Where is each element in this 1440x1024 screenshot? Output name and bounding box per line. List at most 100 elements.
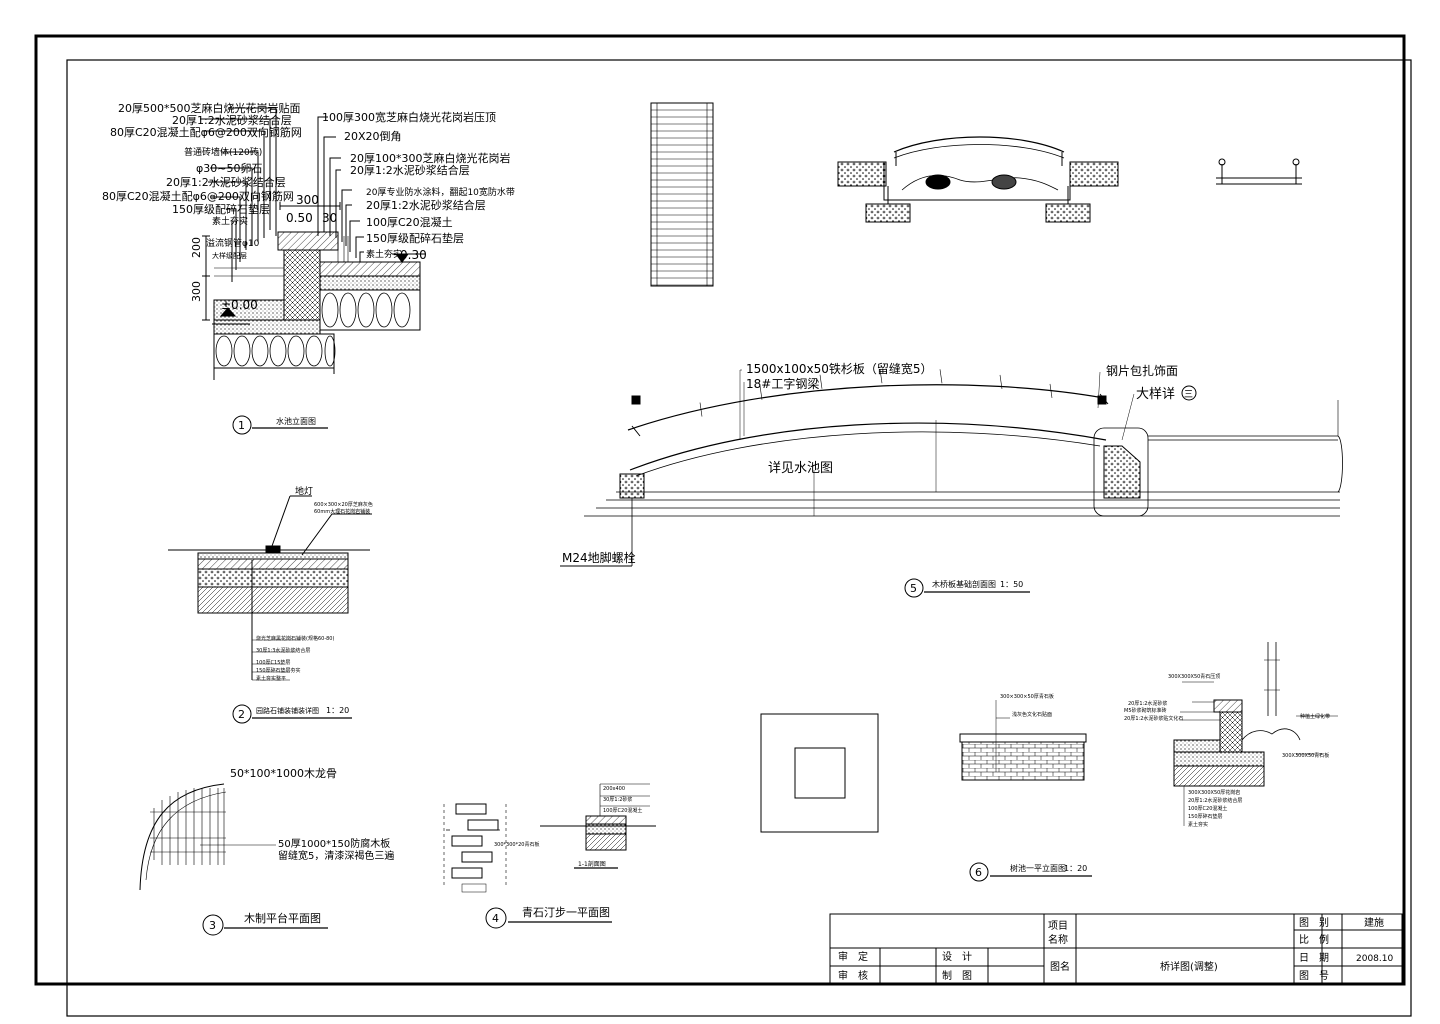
- detail1-section: [200, 107, 426, 380]
- tb-project-label-2: 名称: [1048, 933, 1068, 946]
- arch-plank-joint: [699, 402, 703, 417]
- d4-subtitle: 1-1剖面图: [578, 860, 606, 868]
- d5-scale: 1：50: [1000, 580, 1023, 589]
- d2-title: 园路石铺装铺装详图: [256, 706, 319, 715]
- d1-rlabel-2: 20厚100*300芝麻白烧光花岗岩: [350, 151, 511, 165]
- detail4-labels: 200x400 30厚1:2砂浆 100厚C20混凝土 300*300*20青石…: [485, 786, 642, 929]
- d1-pipe-label: 溢流钢管φ10: [206, 237, 260, 249]
- d2-label-4: 素土夯实整平: [256, 675, 286, 682]
- detail2-section: [168, 495, 372, 681]
- d2-label-2: 100厚C15垫层: [256, 659, 290, 666]
- d6-la-1: 浅灰色文化石贴面: [1012, 711, 1052, 718]
- d5-label1: 1500x100x50铁杉板（留缝宽5）: [746, 361, 933, 376]
- d6-scale: 1：20: [1064, 864, 1087, 873]
- detail5-elevation: [560, 369, 1343, 567]
- d6-lb-2: M5砂浆砌筑标准砖: [1124, 707, 1167, 714]
- d3-number-circle: [202, 914, 224, 936]
- sheet-border: [34, 34, 1412, 1017]
- arch-plank-joint: [819, 374, 823, 389]
- bridge-elevation-small: [837, 136, 1302, 223]
- d6-la-0: 300×300×50厚青石板: [1000, 693, 1054, 700]
- d1-title: 水池立面图: [276, 416, 316, 426]
- d5-label4-circle-text: 三: [1184, 390, 1193, 400]
- d6-lc-2: 100厚C20混凝土: [1188, 805, 1227, 812]
- tb-design: 设 计: [942, 950, 972, 963]
- d4-number-circle: [485, 907, 507, 929]
- d1-label-5: 20厚1:2水泥砂浆结合层: [166, 175, 286, 189]
- d6-lb-3: 20厚1:2水泥砂浆贴文化石: [1124, 715, 1183, 722]
- d1-label-0: 20厚500*500芝麻白烧光花岗岩贴面: [118, 101, 301, 115]
- title-block: [829, 913, 1403, 985]
- bridge-deck-plan: [650, 102, 714, 287]
- d1-label-1: 20厚1:2水泥砂浆结合层: [172, 113, 292, 127]
- detail4-plan: [443, 783, 656, 893]
- title-block-text: 项目 名称 图名 桥详图(调整) 审 定 审 核 设 计 制 图 图 别 建施 …: [838, 916, 1393, 982]
- d2-top-label: 地灯: [295, 485, 313, 497]
- d6-lc-1: 20厚1:2水泥砂浆结合层: [1188, 797, 1242, 804]
- d1-dim-030: 0.30: [400, 248, 427, 262]
- tb-scale-label: 比 例: [1299, 933, 1329, 946]
- d2-label-3: 150厚碎石垫层夯实: [256, 667, 301, 674]
- d1-dim-050: 0.50: [286, 211, 313, 225]
- tb-draw: 制 图: [942, 969, 972, 982]
- d1-dim-300h: 300: [190, 281, 203, 302]
- tb-project-label-1: 项目: [1048, 920, 1068, 932]
- d1-dim-000: ±0.00: [221, 298, 258, 312]
- d4-label-0: 200x400: [603, 786, 625, 792]
- d6-lc-0: 300X300X50厚花岗岩: [1188, 789, 1240, 796]
- d5-label6: M24地脚螺栓: [562, 550, 636, 565]
- d6-lc-3: 150厚碎石垫层: [1188, 813, 1223, 820]
- arch-plank-joint: [759, 385, 763, 400]
- d1-dim-200: 200: [190, 237, 203, 258]
- tb-drawing-name: 桥详图(调整): [1160, 960, 1218, 973]
- arch-plank-joint: [1049, 383, 1053, 398]
- d6-lr: 种植土绿化带: [1300, 713, 1330, 720]
- d3-label-b: 留缝宽5，清漆深褐色三遍: [278, 849, 394, 862]
- d5-label3: 钢片包扎饰面: [1106, 364, 1178, 378]
- d4-title: 青石汀步一平面图: [522, 906, 610, 919]
- d4-label-1: 30厚1:2砂浆: [603, 796, 632, 803]
- d2-label-top-0: 600×300×20厚芝麻灰色: [314, 501, 373, 508]
- d2-label-0: 烧光芝麻黑花岗石铺装(规格60-80): [256, 635, 334, 642]
- tb-fig-no-label: 图 号: [1299, 970, 1329, 982]
- detail1-labels: 20厚500*500芝麻白烧光花岗岩贴面 20厚1:2水泥砂浆结合层 80厚C2…: [102, 101, 515, 435]
- d1-rlabel-8: 素土夯实: [366, 248, 402, 260]
- d1-rlabel-7: 150厚级配碎石垫层: [366, 231, 464, 245]
- d4-small: 300*300*20青石板: [494, 841, 539, 848]
- d3-label-top: 50*100*1000木龙骨: [230, 767, 337, 780]
- d1-label-4: φ30~50卵石: [196, 162, 262, 175]
- d1-label-6: 80厚C20混凝土配φ6@200双向钢筋网: [102, 189, 294, 203]
- tb-check: 审 核: [838, 969, 868, 982]
- d6-lc-4: 素土夯实: [1188, 821, 1208, 828]
- d1-number: 1: [238, 419, 245, 432]
- tb-review: 审 定: [838, 950, 868, 963]
- d2-label-1: 30厚1:3水泥砂浆结合层: [256, 647, 310, 654]
- d6-lr2: 300X300X50青石板: [1282, 752, 1329, 759]
- d1-rlabel-5: 20厚1:2水泥砂浆结合层: [366, 198, 486, 212]
- tb-fig-type: 建施: [1364, 916, 1384, 929]
- d1-rlabel-1: 20X20倒角: [344, 130, 402, 143]
- arch-plank-joint: [999, 374, 1003, 389]
- d6-lb-0: 300X300X50青石压顶: [1168, 673, 1220, 680]
- d2-scale: 1：20: [326, 706, 349, 715]
- d1-rlabel-4: 20厚专业防水涂料，翻起10宽防水带: [366, 186, 515, 198]
- d5-label5: 详见水池图: [768, 461, 833, 476]
- detail6-labels: 300×300×50厚青石板 浅灰色文化石贴面 300X300X50青石压顶 2…: [969, 673, 1330, 882]
- d6-title: 树池一平立面图: [1010, 863, 1066, 873]
- tb-date-label: 日 期: [1299, 952, 1329, 964]
- d3-title: 木制平台平面图: [244, 911, 321, 925]
- d1-dim-300w: 300: [296, 193, 319, 207]
- d5-title: 木桥板基础剖面图: [932, 579, 996, 589]
- tb-fig-type-label: 图 别: [1299, 917, 1329, 929]
- d5-label4: 大样详: [1136, 387, 1175, 402]
- d5-number: 5: [910, 582, 917, 595]
- detail5-labels: 1500x100x50铁杉板（留缝宽5） 18#工字钢梁 钢片包扎饰面 大样详 …: [562, 361, 1197, 598]
- arch-plank-joint: [939, 369, 943, 384]
- d1-label-3: 普通砖墙体(120砖): [184, 146, 262, 158]
- d1-label-2: 80厚C20混凝土配φ6@200双向钢筋网: [110, 125, 302, 139]
- d1-label-7: 150厚级配碎石垫层: [172, 202, 270, 216]
- d6-number: 6: [975, 866, 982, 879]
- d2-label-top-1: 60mm大理石花岗岩铺装: [314, 508, 370, 515]
